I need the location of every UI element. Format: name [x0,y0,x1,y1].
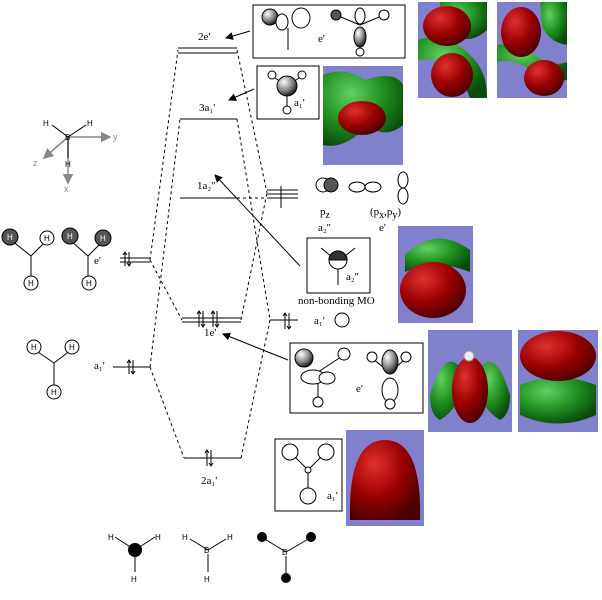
box-2e-label: e' [318,33,325,45]
bh3-ball-sketch: H H H [108,533,161,584]
b-label: B [204,546,209,555]
axis-y-label: y [113,132,118,142]
arrow-nonbonding [214,174,301,267]
box-1e-label: e' [356,383,363,395]
pz-label: pz [320,206,331,221]
h-label: H [155,533,161,542]
axis-b-atom: B [65,133,70,142]
correlation-lines [149,49,271,459]
pxpy-label: (px,py) [370,206,401,221]
arrow-2e [225,30,251,40]
axis-z-label: z [33,158,38,168]
level-1a2-label: 1a₂'' [197,180,215,192]
boron-s-orbital: a₁' [270,312,350,330]
box-3a1-label: a₁' [294,97,305,109]
axis-h1: H [43,119,49,128]
px-orbital [348,181,382,193]
render-2e-a [418,2,487,98]
nonbonding-mo-label: non-bonding MO [298,295,375,307]
render-1e-b [518,330,598,432]
coordinate-axes: y z x B H H H [33,119,118,194]
axis-h2: H [87,119,93,128]
h-label: H [69,343,75,352]
h-label: H [51,388,57,397]
s-a1-label: a₁' [314,315,325,327]
h-label: H [227,533,233,542]
box-a2-label: a₂'' [346,271,359,283]
box-2a1-label: a₁' [327,490,338,502]
render-2a1 [346,430,424,526]
h3-e-orbital-1: H H H [1,228,55,291]
level-2e-prime-label: 2e' [198,31,210,43]
render-2e-b [497,2,567,98]
render-3a1 [323,66,403,165]
axis-h3: H [65,160,71,169]
box-3a1-prime: a₁' [256,65,320,120]
level-2a1-prime-label: 2a₁' [201,475,217,487]
b-p-orbital-sketch: B [257,532,316,583]
a2-label: a₂'' [318,222,331,234]
bh3-structure-sketch: B H H H [182,533,233,584]
h-label: H [204,575,210,584]
render-a2 [398,226,473,323]
level-1e-prime-label: 1e' [204,327,216,339]
arrow-1e [222,332,289,361]
h3-a1-prime-label: a₁' [94,360,105,372]
py-orbital [397,171,409,205]
h-label: H [67,232,73,241]
h-label: H [131,575,137,584]
h3-e-orbital-2: H H H [61,227,112,291]
h-label: H [44,234,50,243]
pz-orbital [315,177,339,193]
box-a2-nonbonding: a₂'' [306,237,371,294]
h-label: H [31,343,37,352]
level-3a1-prime-label: 3a₁' [199,102,215,114]
h-label: H [28,279,34,288]
mo-levels: 2e' 3a₁' 1a₂'' 1e' 2a₁' [178,31,241,487]
box-2a1-prime: a₁' [274,438,343,512]
h-label: H [86,279,92,288]
h-label: H [108,533,114,542]
h-label: H [100,234,106,243]
e-prime-label: e' [379,222,386,234]
h3-a1-prime-fragment: H H H a₁' [26,339,150,400]
b-label: B [282,548,287,557]
boron-p-orbitals: pz a₂'' (px,py) e' [267,171,409,234]
box-2e-prime: e' [252,4,406,59]
h-label: H [182,533,188,542]
axis-x-label: x [64,184,69,194]
arrow-3a1 [228,88,255,101]
render-1e-a [428,330,512,432]
h3-e-prime-label: e' [94,255,101,267]
box-1e-prime: e' [289,342,424,414]
h3-e-prime-fragment: H H H H H H e' [1,227,150,291]
h-label: H [7,233,13,242]
